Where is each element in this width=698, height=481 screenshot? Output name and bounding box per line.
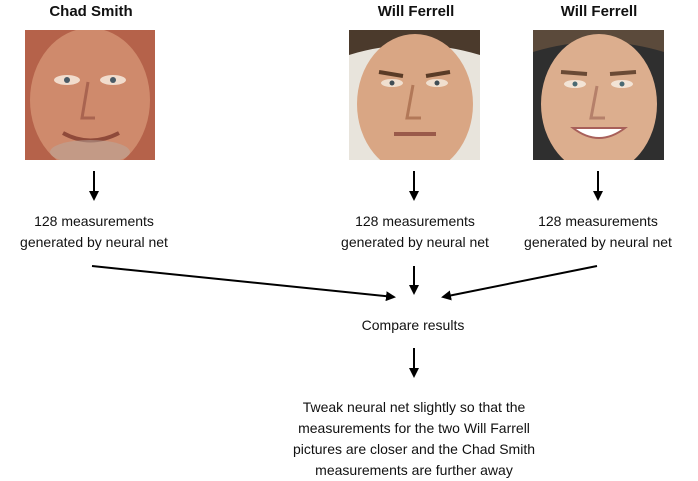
compare-results-label: Compare results [361, 317, 465, 333]
tweak-line3: pictures are closer and the Chad Smith [292, 441, 535, 457]
person-name-will-ferrell-1: Will Ferrell [377, 3, 455, 20]
measurements-line2: generated by neural net [524, 234, 672, 250]
tweak-line4: measurements are further away [315, 462, 513, 478]
tweak-line2: measurements for the two Will Farrell [298, 420, 530, 436]
face-photo-will-ferrell-smiling-icon [533, 30, 664, 160]
measurements-line2: generated by neural net [341, 234, 489, 250]
tweak-line1: Tweak neural net slightly so that the [302, 399, 526, 415]
measurements-line1: 128 measurements [355, 213, 475, 229]
arrow-caption3-to-compare [441, 265, 598, 301]
face-photo-chad-smith-icon [25, 30, 155, 160]
person-name-will-ferrell-2: Will Ferrell [560, 3, 638, 20]
measurements-caption-chad-smith: 128 measurements generated by neural net [0, 211, 194, 253]
arrow-caption1-to-compare [91, 265, 396, 302]
tweak-instruction: Tweak neural net slightly so that the me… [264, 397, 564, 481]
person-name-chad-smith: Chad Smith [49, 3, 133, 20]
face-photo-will-ferrell-serious-icon [349, 30, 480, 160]
measurements-line2: generated by neural net [20, 234, 168, 250]
measurements-caption-will-ferrell-2: 128 measurements generated by neural net [498, 211, 698, 253]
measurements-line1: 128 measurements [34, 213, 154, 229]
measurements-caption-will-ferrell-1: 128 measurements generated by neural net [315, 211, 515, 253]
measurements-line1: 128 measurements [538, 213, 658, 229]
